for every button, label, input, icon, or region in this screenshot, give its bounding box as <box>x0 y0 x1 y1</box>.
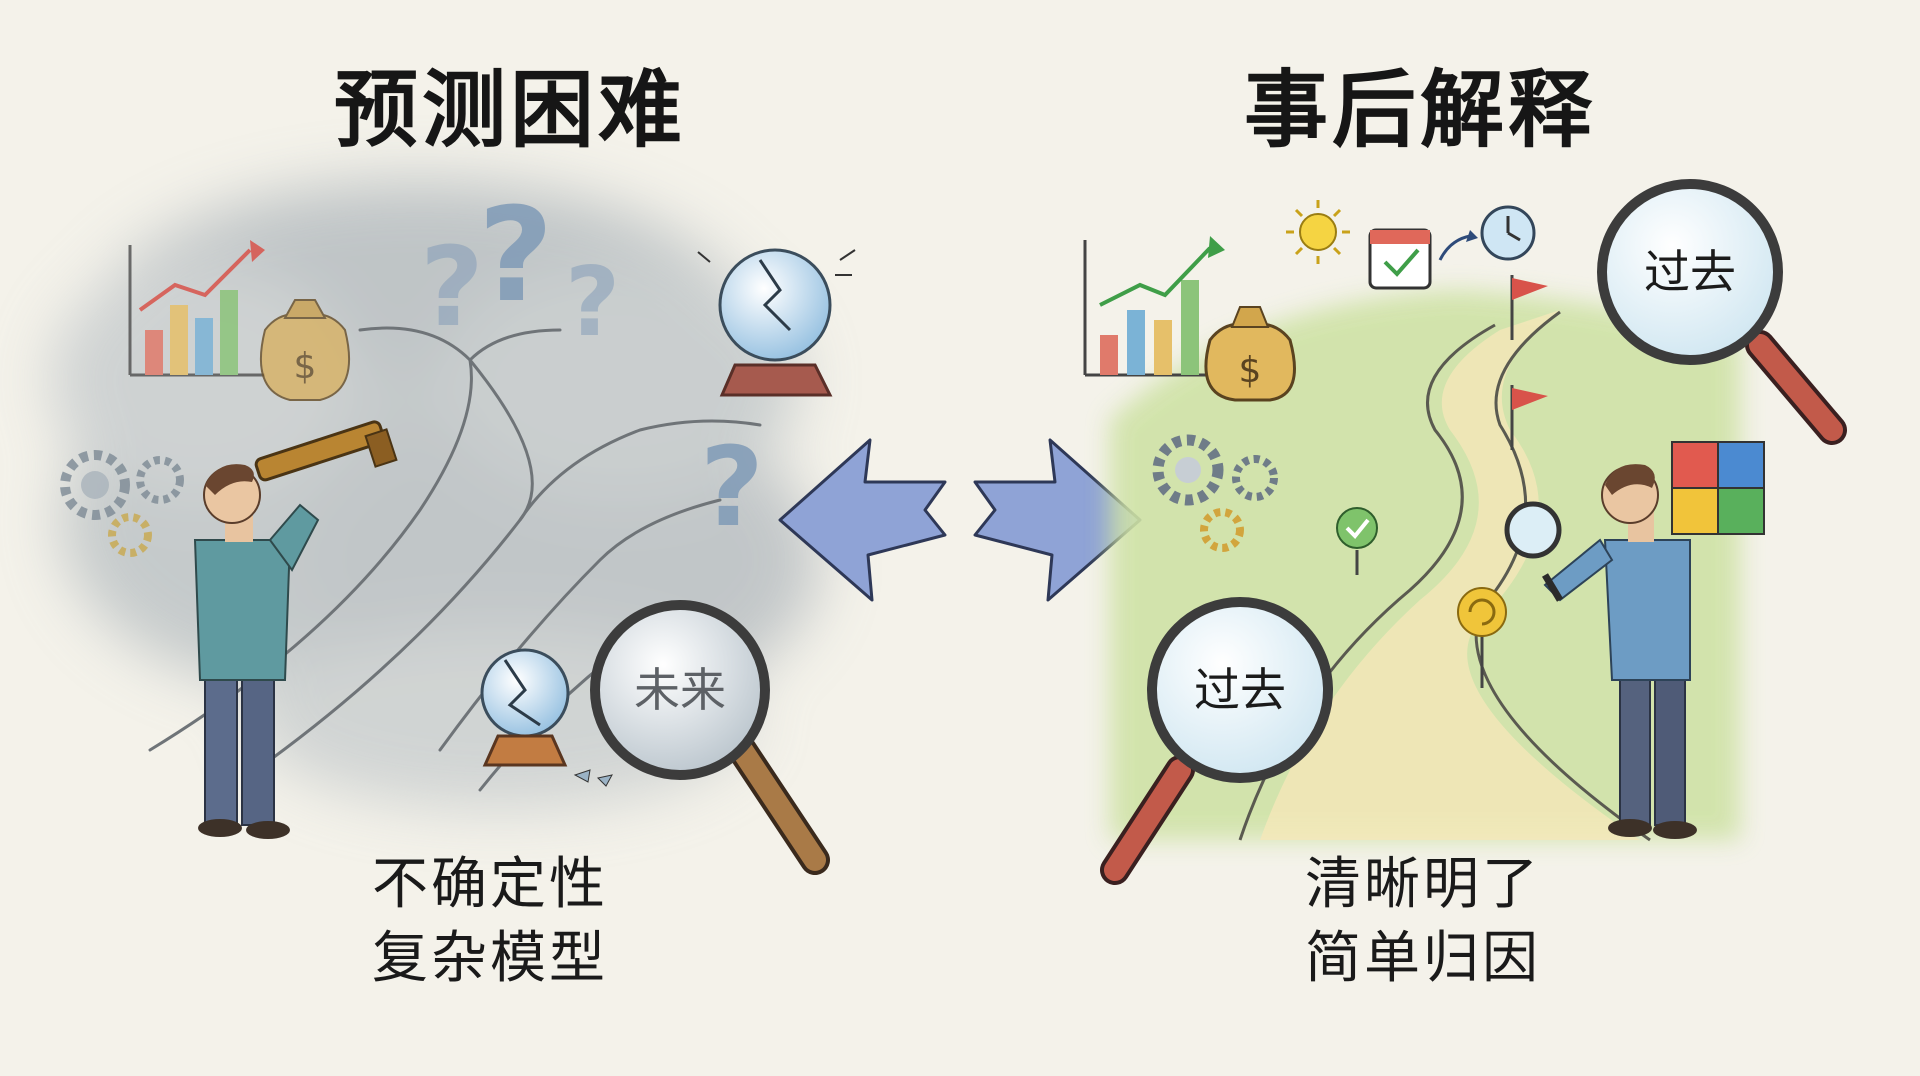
right-title: 事后解释 <box>1243 61 1596 159</box>
svg-text:?: ? <box>420 223 484 351</box>
svg-text:?: ? <box>700 423 764 551</box>
question-mark-icon: ? ? ? ? <box>420 179 764 551</box>
caption-line: 简单归因 <box>1305 926 1541 991</box>
money-bag-icon: $ <box>259 299 351 401</box>
left-title: 预测困难 <box>333 61 686 159</box>
svg-text:?: ? <box>565 248 620 358</box>
cracked-crystal-ball-icon <box>480 648 613 787</box>
svg-text:$: $ <box>294 346 317 387</box>
person-with-telescope <box>193 464 320 839</box>
calendar-icon <box>1368 228 1478 290</box>
gears-icon <box>60 450 184 557</box>
cracked-crystal-ball-icon <box>697 248 856 397</box>
past-magnifier-label-bottom: 过去 <box>1194 663 1286 717</box>
bar-chart-icon <box>128 240 265 377</box>
bar-chart-icon <box>1083 236 1225 377</box>
money-bag-icon: $ <box>1204 306 1296 402</box>
flag-icon <box>1510 275 1548 450</box>
refresh-marker-icon <box>1457 587 1507 688</box>
telescope-icon <box>254 420 398 482</box>
left-caption: 不确定性 复杂模型 <box>372 848 608 996</box>
magnifying-glass-icon <box>590 600 830 875</box>
future-magnifier-label: 未来 <box>634 663 726 717</box>
gears-icon <box>1152 434 1278 552</box>
right-scene: $ <box>1083 179 1847 885</box>
magnifying-glass-icon <box>1597 179 1847 445</box>
magnifying-glass-icon <box>1100 597 1333 885</box>
check-marker-icon <box>1336 507 1378 575</box>
caption-line: 清晰明了 <box>1305 852 1541 917</box>
svg-text:$: $ <box>1239 350 1262 391</box>
right-caption: 清晰明了 简单归因 <box>1305 848 1541 996</box>
caption-line: 不确定性 <box>372 852 608 917</box>
person-with-magnifier <box>1504 464 1697 839</box>
sun-icon <box>1286 200 1350 264</box>
left-scene: $ ? ? ? ? <box>50 179 856 875</box>
double-arrow <box>778 438 1142 602</box>
puzzle-icon <box>1671 441 1765 535</box>
caption-line: 复杂模型 <box>372 926 608 991</box>
fog-cloud <box>50 180 820 810</box>
clock-icon <box>1480 205 1536 261</box>
svg-text:?: ? <box>478 179 553 331</box>
past-magnifier-label-top: 过去 <box>1644 245 1736 299</box>
